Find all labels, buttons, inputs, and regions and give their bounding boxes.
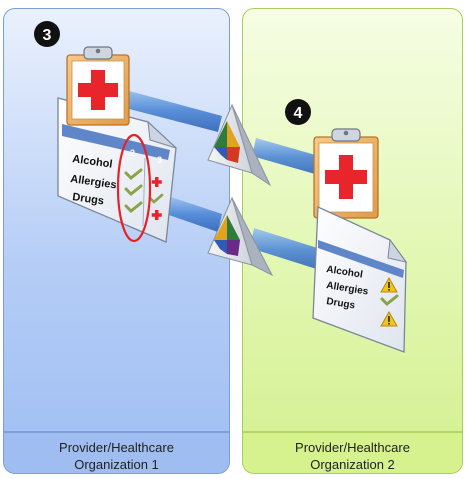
step-3-badge: 3 [34,21,60,47]
checkmark-icon [124,168,143,181]
organization-2-label-line1: Provider/Healthcare [295,440,410,455]
left-record-row-label: Alcohol [72,153,114,170]
checkmark-icon [124,184,143,197]
step-4-number: 4 [294,105,303,122]
organization-1-label-line2: Organization 1 [74,457,159,472]
medical-cross-icon [325,155,367,199]
left-record-header-number: 3 [157,155,162,165]
organization-1-label: Provider/Healthcare Organization 1 [4,431,229,473]
checkmark-icon [148,193,164,204]
organization-1-label-line1: Provider/Healthcare [59,440,174,455]
step-4-badge: 4 [285,99,311,125]
warning-icon [380,276,398,293]
medical-cross-icon [78,70,118,110]
left-record-document: 2 3 Alcohol Allergies Drugs [57,97,177,243]
medical-cross-icon [151,210,162,220]
transform-prism-icon [207,196,274,277]
organization-2-label: Provider/Healthcare Organization 2 [243,431,462,473]
left-record-row-label: Drugs [72,191,105,207]
clipboard-icon [66,46,130,126]
step-3-number: 3 [43,27,52,44]
warning-icon [380,310,398,327]
transform-prism-icon [207,103,272,187]
data-flow-beam-upper [118,88,326,176]
data-flow-beam-lower [166,196,330,272]
organization-2-label-line2: Organization 2 [310,457,395,472]
medical-cross-icon [151,177,162,187]
left-record-header-bar [62,124,170,160]
right-record-header-bar [318,240,404,278]
left-record-header-number: 2 [130,148,135,158]
clipboard-icon [313,128,379,219]
checkmark-icon [124,201,143,214]
checkmark-icon [380,294,399,307]
highlight-oval [116,133,152,243]
right-record-row-label: Drugs [326,296,357,311]
right-record-document: Alcohol Allergies Drugs [312,206,408,353]
